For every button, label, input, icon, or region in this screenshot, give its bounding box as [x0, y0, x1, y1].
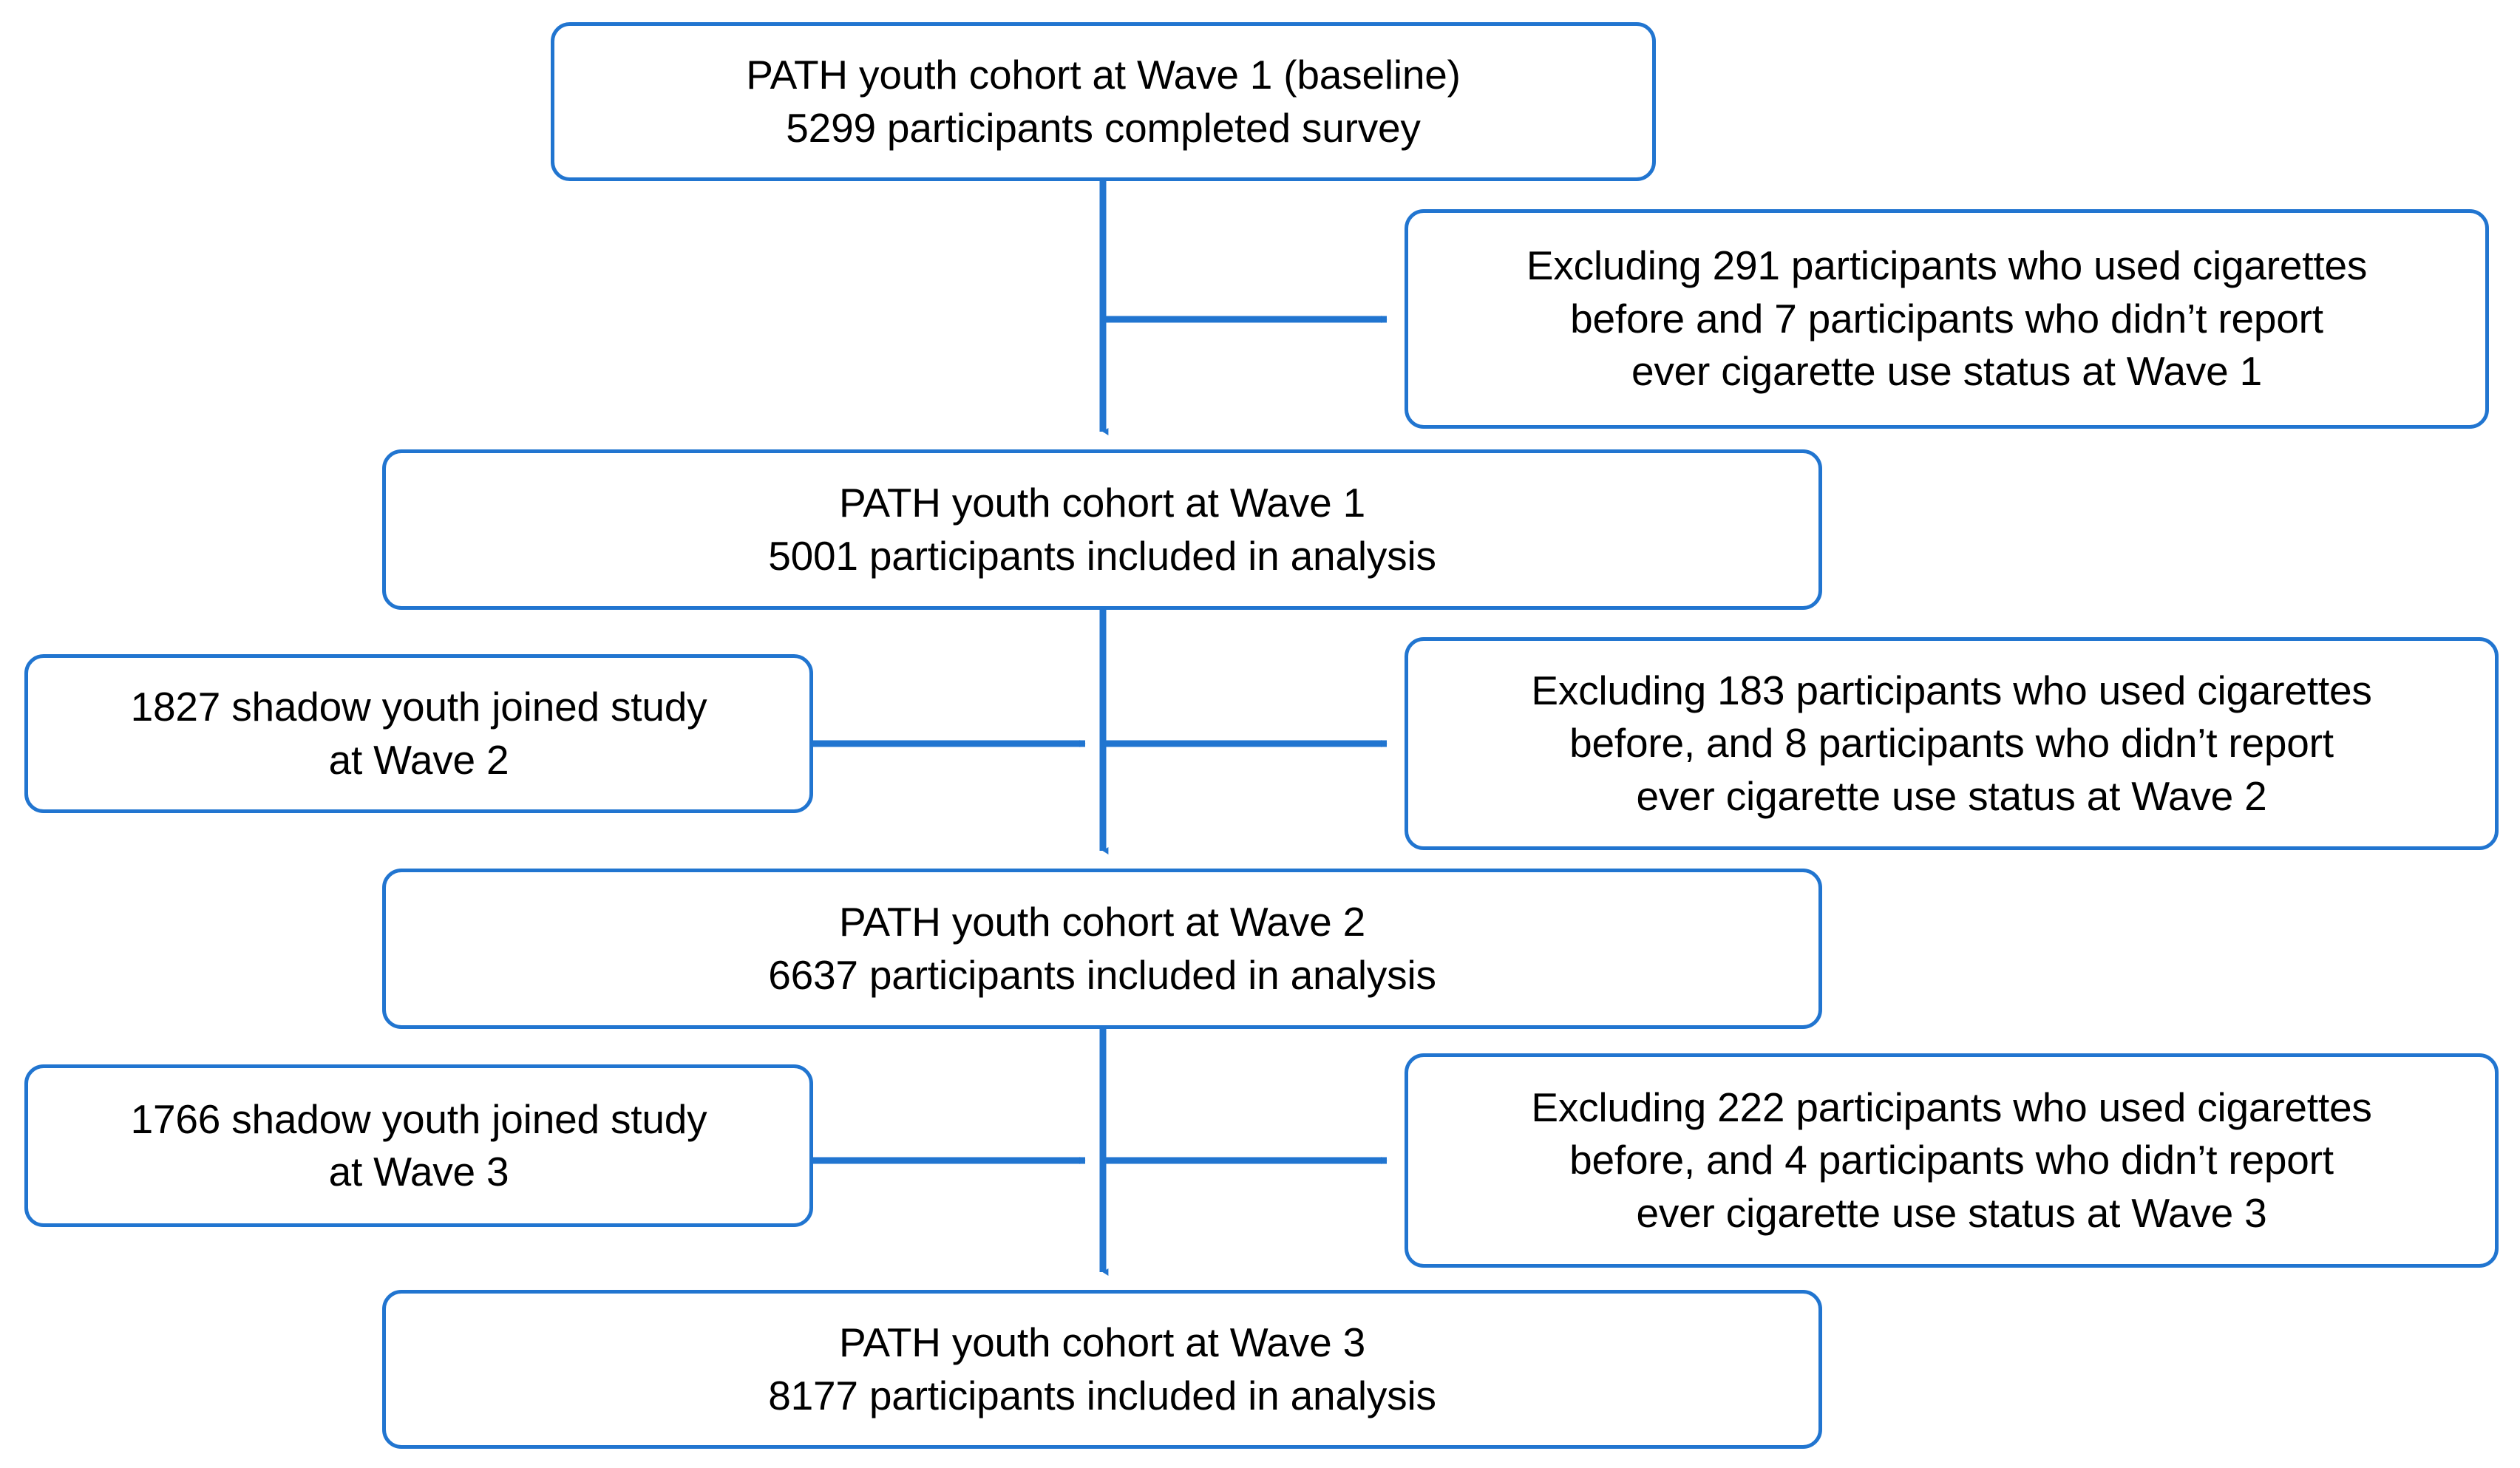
node-analysis-wave1-line-2: 5001 participants included in analysis — [768, 532, 1436, 579]
node-shadow-youth-wave2-line-1: 1827 shadow youth joined study — [130, 684, 707, 730]
node-baseline-cohort[interactable]: PATH youth cohort at Wave 1 (baseline) 5… — [551, 22, 1656, 181]
node-analysis-wave3-line-1: PATH youth cohort at Wave 3 — [839, 1319, 1365, 1365]
node-exclusion-wave3-line-3: ever cigarette use status at Wave 3 — [1636, 1189, 2267, 1236]
node-exclusion-wave1-line-1: Excluding 291 participants who used ciga… — [1526, 242, 2368, 289]
node-analysis-wave3-line-2: 8177 participants included in analysis — [768, 1372, 1436, 1418]
node-exclusion-wave1-line-2: before and 7 participants who didn’t rep… — [1570, 295, 2323, 341]
node-analysis-wave2-line-1: PATH youth cohort at Wave 2 — [839, 899, 1365, 945]
node-analysis-wave1[interactable]: PATH youth cohort at Wave 1 5001 partici… — [382, 449, 1822, 610]
node-exclusion-wave2-line-2: before, and 8 participants who didn’t re… — [1569, 720, 2334, 767]
node-exclusion-wave1-line-3: ever cigarette use status at Wave 1 — [1631, 348, 2263, 395]
node-shadow-youth-wave2-line-2: at Wave 2 — [328, 736, 509, 783]
node-exclusion-wave3-line-2: before, and 4 participants who didn’t re… — [1569, 1137, 2334, 1183]
node-exclusion-wave1[interactable]: Excluding 291 participants who used ciga… — [1405, 209, 2489, 429]
node-baseline-line-2: 5299 participants completed survey — [786, 104, 1421, 151]
node-baseline-line-1: PATH youth cohort at Wave 1 (baseline) — [746, 52, 1461, 98]
node-analysis-wave2[interactable]: PATH youth cohort at Wave 2 6637 partici… — [382, 869, 1822, 1029]
node-analysis-wave3[interactable]: PATH youth cohort at Wave 3 8177 partici… — [382, 1290, 1822, 1449]
node-exclusion-wave2-line-1: Excluding 183 participants who used ciga… — [1531, 667, 2372, 713]
node-shadow-youth-wave3-line-2: at Wave 3 — [328, 1149, 509, 1195]
node-exclusion-wave2-line-3: ever cigarette use status at Wave 2 — [1636, 772, 2267, 819]
node-exclusion-wave3-line-1: Excluding 222 participants who used ciga… — [1531, 1084, 2372, 1130]
node-shadow-youth-wave2[interactable]: 1827 shadow youth joined study at Wave 2 — [24, 654, 813, 813]
node-shadow-youth-wave3-line-1: 1766 shadow youth joined study — [130, 1095, 707, 1142]
node-exclusion-wave2[interactable]: Excluding 183 participants who used ciga… — [1405, 637, 2499, 850]
node-shadow-youth-wave3[interactable]: 1766 shadow youth joined study at Wave 3 — [24, 1064, 813, 1227]
node-analysis-wave2-line-2: 6637 participants included in analysis — [768, 951, 1436, 998]
node-exclusion-wave3[interactable]: Excluding 222 participants who used ciga… — [1405, 1053, 2499, 1268]
node-analysis-wave1-line-1: PATH youth cohort at Wave 1 — [839, 480, 1365, 526]
